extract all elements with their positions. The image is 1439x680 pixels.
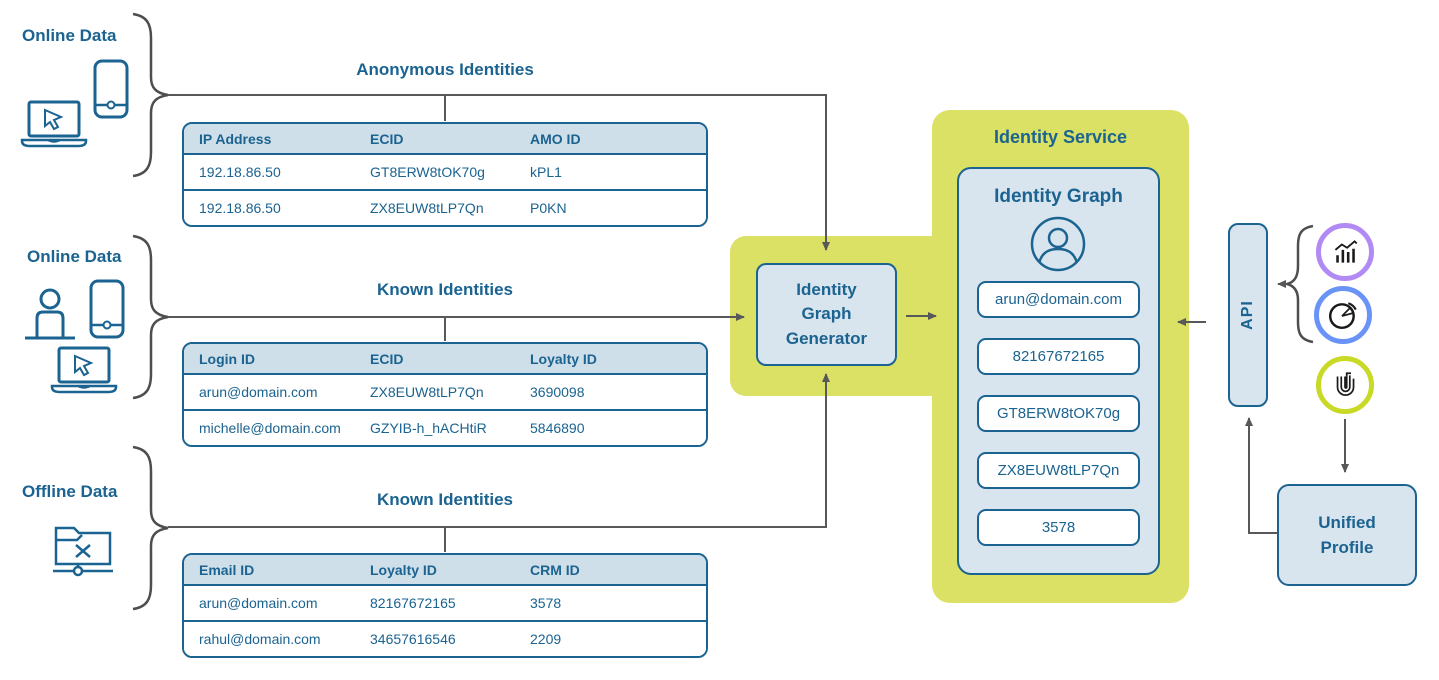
table-row: arun@domain.com 82167672165 3578 (184, 586, 706, 620)
table-cell: 3578 (530, 595, 562, 611)
table-cell: GT8ERW8tOK70g (370, 164, 485, 180)
api-label: API (1238, 300, 1256, 330)
pie-chart-icon (1328, 302, 1357, 330)
person-icon (25, 288, 75, 340)
source-label-online-data-2: Online Data (27, 247, 122, 266)
table-row: 192.18.86.50 ZX8EUW8tLP7Qn P0KN (184, 189, 706, 225)
journey-logo-icon (1336, 372, 1355, 396)
reporting-ring (1314, 286, 1372, 344)
column-header: Email ID (199, 561, 255, 578)
column-header: ECID (370, 350, 404, 367)
identity-graph-generator-label: Identity Graph Generator (785, 279, 868, 348)
table-cell: kPL1 (530, 164, 562, 180)
table-cell: 192.18.86.50 (199, 200, 281, 216)
identity-graph-title: Identity Graph (994, 186, 1123, 207)
table-header-row: IP Address ECID AMO ID (184, 124, 706, 155)
table-title-known-identities-1: Known Identities (377, 280, 513, 299)
table-cell: michelle@domain.com (199, 420, 341, 436)
column-header: ECID (370, 130, 404, 147)
table-cell: rahul@domain.com (199, 631, 321, 647)
table-cell: 2209 (530, 631, 562, 647)
brace-online-data-1 (132, 12, 169, 178)
source-label-online-data-1: Online Data (22, 26, 117, 45)
analytics-ring (1316, 223, 1374, 281)
table-cell: 3690098 (530, 384, 585, 400)
table-cell: GZYIB-h_hACHtiR (370, 420, 487, 436)
bar-chart-icon (1334, 240, 1358, 263)
column-header: IP Address (199, 130, 272, 147)
brace-online-data-2 (132, 234, 169, 400)
column-header: AMO ID (530, 130, 581, 147)
laptop-cursor-icon (20, 100, 88, 148)
identity-chip: ZX8EUW8tLP7Qn (977, 452, 1140, 489)
identity-chip: 82167672165 (977, 338, 1140, 375)
person-circle-icon (1030, 216, 1086, 272)
line-anonymous-to-generator (168, 94, 830, 251)
table-cell: arun@domain.com (199, 384, 318, 400)
table-row: arun@domain.com ZX8EUW8tLP7Qn 3690098 (184, 375, 706, 409)
unified-profile-label: Unified Profile (1318, 512, 1376, 558)
column-header: CRM ID (530, 561, 580, 578)
source-label-offline-data: Offline Data (22, 482, 118, 501)
journey-ring (1316, 356, 1374, 414)
known-identities-table-2: Email ID Loyalty ID CRM ID arun@domain.c… (182, 553, 708, 658)
table-title-known-identities-2: Known Identities (377, 490, 513, 509)
known-identities-table-1: Login ID ECID Loyalty ID arun@domain.com… (182, 342, 708, 447)
table-row: michelle@domain.com GZYIB-h_hACHtiR 5846… (184, 409, 706, 445)
table-cell: 82167672165 (370, 595, 456, 611)
table-header-row: Login ID ECID Loyalty ID (184, 344, 706, 375)
table-title-anonymous-identities: Anonymous Identities (356, 60, 534, 79)
brace-offline-data (132, 445, 169, 611)
laptop-cursor-icon (50, 346, 118, 394)
offline-folder-icon (53, 526, 113, 577)
api-box: API (1228, 223, 1268, 407)
column-header: Loyalty ID (530, 350, 597, 367)
table-cell: 34657616546 (370, 631, 456, 647)
identity-service-title: Identity Service (993, 127, 1128, 147)
anonymous-identities-table: IP Address ECID AMO ID 192.18.86.50 GT8E… (182, 122, 708, 227)
column-header: Loyalty ID (370, 561, 437, 578)
line-known2-to-generator (168, 373, 830, 528)
table-row: rahul@domain.com 34657616546 2209 (184, 620, 706, 656)
identity-chip: arun@domain.com (977, 281, 1140, 318)
table-cell: 5846890 (530, 420, 585, 436)
unified-profile-box: Unified Profile (1277, 484, 1417, 586)
table-row: 192.18.86.50 GT8ERW8tOK70g kPL1 (184, 155, 706, 189)
table-cell: 192.18.86.50 (199, 164, 281, 180)
smartphone-icon (89, 279, 125, 339)
brace-consumers (1286, 224, 1314, 344)
table-cell: ZX8EUW8tLP7Qn (370, 200, 484, 216)
smartphone-icon (93, 59, 129, 119)
identity-chip: 3578 (977, 509, 1140, 546)
table-cell: ZX8EUW8tLP7Qn (370, 384, 484, 400)
arrow-unified-profile-to-api (1245, 417, 1277, 534)
table-cell: arun@domain.com (199, 595, 318, 611)
column-header: Login ID (199, 350, 255, 367)
identity-graph-generator-box: Identity Graph Generator (756, 263, 897, 366)
identity-chip: GT8ERW8tOK70g (977, 395, 1140, 432)
table-cell: P0KN (530, 200, 567, 216)
table-header-row: Email ID Loyalty ID CRM ID (184, 555, 706, 586)
